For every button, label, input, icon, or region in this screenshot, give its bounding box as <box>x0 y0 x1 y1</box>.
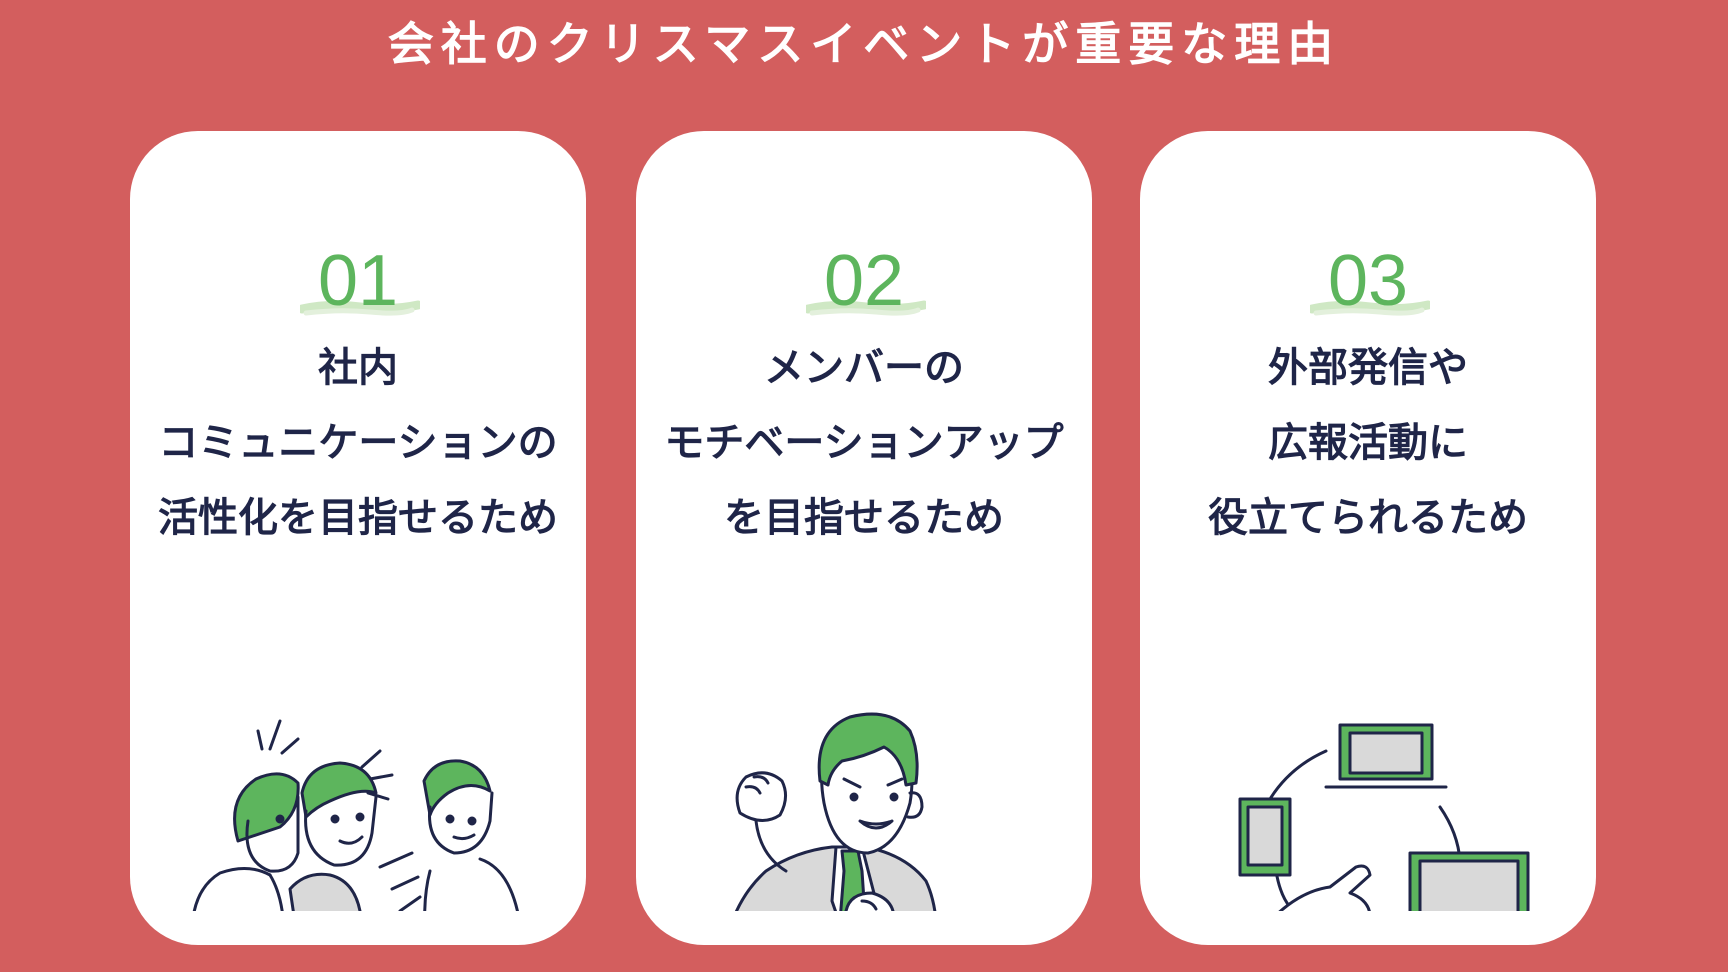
reason-card-3: 03 外部発信や 広報活動に 役立てられるため <box>1140 131 1596 945</box>
reason-text-line: モチベーションアップ <box>664 420 1064 466</box>
brush-underline-icon <box>806 300 926 316</box>
reason-text-line: 広報活動に <box>1268 420 1468 466</box>
reason-number: 01 <box>317 241 399 321</box>
reason-text-line: を目指せるため <box>724 495 1004 541</box>
motivated-businessman-icon <box>734 712 937 911</box>
reason-text-line: 役立てられるため <box>1208 495 1528 541</box>
page-title: 会社のクリスマスイベントが重要な理由 <box>387 17 1341 71</box>
people-chatting-icon <box>192 719 519 911</box>
reason-text-line: メンバーの <box>764 345 964 391</box>
brush-underline-icon <box>1310 300 1430 316</box>
reason-card-1: 01 社内 コミュニケーションの 活性化を目指せるため <box>130 131 586 945</box>
reason-text-line: 外部発信や <box>1268 345 1468 391</box>
reason-text-line: コミュニケーションの <box>158 420 558 466</box>
reason-card-2: 02 メンバーの モチベーションアップ を目指せるため <box>636 131 1092 945</box>
reason-number: 02 <box>823 241 905 321</box>
reason-text: 社内 コミュニケーションの 活性化を目指せるため <box>130 331 586 556</box>
reason-number: 03 <box>1327 241 1409 321</box>
reason-text-line: 社内 <box>318 345 398 391</box>
reason-text: メンバーの モチベーションアップ を目指せるため <box>636 331 1092 556</box>
brush-underline-icon <box>300 300 420 316</box>
reason-text-line: 活性化を目指せるため <box>158 495 558 541</box>
connected-devices-icon <box>1238 723 1530 911</box>
reason-text: 外部発信や 広報活動に 役立てられるため <box>1140 331 1596 556</box>
